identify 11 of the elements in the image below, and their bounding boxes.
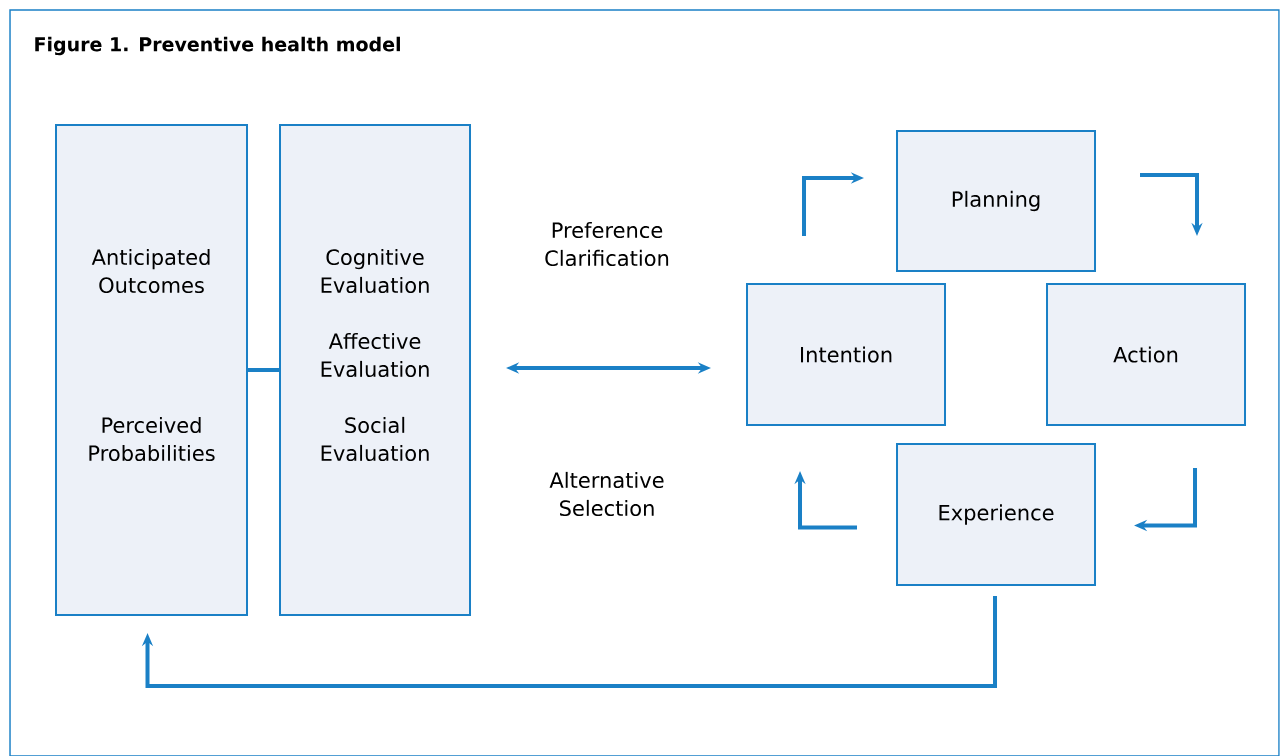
process-box: Intention [746, 283, 946, 426]
phase-label: Preference Clarification [545, 221, 669, 267]
process-box: Planning [896, 130, 1096, 272]
connector-line [248, 368, 279, 372]
process-box: Anticipated Outcomes Perceived Probabilities [55, 124, 248, 616]
process-box: Experience [896, 443, 1096, 586]
arrow [141, 596, 997, 688]
process-box: Cognitive Evaluation Affective Evaluation Social Evaluation [279, 124, 471, 616]
process-box: Action [1046, 283, 1246, 426]
figure-title: Figure 1. Preventive health model [35, 36, 400, 56]
phase-label: Alternative Selection [549, 471, 664, 517]
